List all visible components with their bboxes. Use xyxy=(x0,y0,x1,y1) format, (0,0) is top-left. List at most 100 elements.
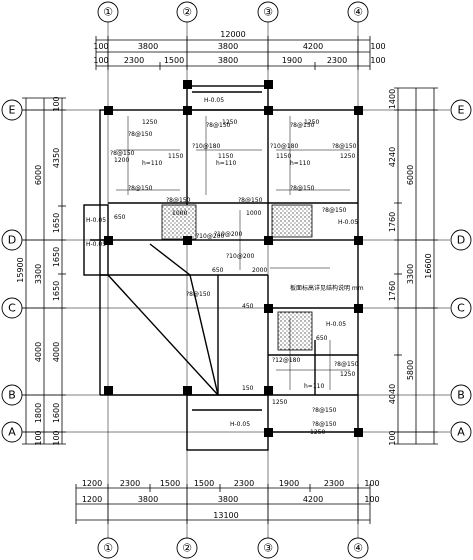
axis-label-2: ② xyxy=(182,6,192,19)
columns xyxy=(104,80,363,437)
svg-text:?8@150: ?8@150 xyxy=(186,291,211,298)
svg-text:1200: 1200 xyxy=(114,157,129,164)
svg-text:1000: 1000 xyxy=(172,210,187,217)
row-bubble-A-left: A xyxy=(1,421,23,443)
svg-text:5800: 5800 xyxy=(406,360,415,380)
svg-text:?8@150: ?8@150 xyxy=(322,207,347,214)
svg-text:?8@150: ?8@150 xyxy=(312,421,337,428)
rebar-marks xyxy=(116,116,350,390)
svg-text:4200: 4200 xyxy=(303,42,323,51)
svg-text:?10@200: ?10@200 xyxy=(196,233,224,240)
svg-text:2000: 2000 xyxy=(252,267,267,274)
svg-text:1150: 1150 xyxy=(168,153,183,160)
svg-text:1650: 1650 xyxy=(52,281,61,301)
svg-text:E: E xyxy=(458,104,465,117)
svg-text:3800: 3800 xyxy=(138,42,158,51)
svg-text:?8@150: ?8@150 xyxy=(238,197,263,204)
svg-text:100: 100 xyxy=(93,42,108,51)
svg-text:B: B xyxy=(8,389,16,402)
svg-text:650: 650 xyxy=(316,335,328,342)
svg-text:h=110: h=110 xyxy=(142,160,162,167)
rebar-note: ?8@150 xyxy=(128,131,153,138)
svg-text:1900: 1900 xyxy=(279,479,299,488)
svg-text:H-0.05: H-0.05 xyxy=(230,421,250,428)
svg-text:H-0.05: H-0.05 xyxy=(338,219,358,226)
svg-text:B: B xyxy=(457,389,465,402)
column-bubble-4-top: ④ xyxy=(347,1,369,23)
row-bubble-E-right: E xyxy=(450,99,472,121)
svg-text:100: 100 xyxy=(370,56,385,65)
svg-text:h=110: h=110 xyxy=(304,383,324,390)
row-bubble-C-left: C xyxy=(1,297,23,319)
svg-text:?8@150: ?8@150 xyxy=(206,122,231,129)
svg-text:100: 100 xyxy=(52,430,61,445)
svg-text:100: 100 xyxy=(52,96,61,111)
svg-text:?8@150: ?8@150 xyxy=(110,150,135,157)
svg-text:?8@150: ?8@150 xyxy=(128,185,153,192)
svg-text:15900: 15900 xyxy=(16,257,25,282)
svg-text:?12@180: ?12@180 xyxy=(272,357,300,364)
svg-text:C: C xyxy=(457,302,465,315)
axis-label-4b: ④ xyxy=(353,542,363,555)
svg-text:100: 100 xyxy=(364,495,379,504)
svg-text:1250: 1250 xyxy=(222,119,237,126)
svg-text:2300: 2300 xyxy=(120,479,140,488)
svg-text:H-0.05: H-0.05 xyxy=(326,321,346,328)
row-bubble-D-right: D xyxy=(450,229,472,251)
svg-text:650: 650 xyxy=(212,267,224,274)
svg-text:4000: 4000 xyxy=(52,342,61,362)
svg-text:3300: 3300 xyxy=(34,264,43,284)
svg-text:1500: 1500 xyxy=(164,56,184,65)
svg-text:?8@150: ?8@150 xyxy=(312,407,337,414)
right-dimensions: 1400 4240 1760 1760 4040 100 6000 3300 5… xyxy=(388,87,438,446)
column-bubble-3-bottom: ③ xyxy=(257,537,279,559)
svg-text:100: 100 xyxy=(93,56,108,65)
svg-text:4000: 4000 xyxy=(34,342,43,362)
svg-text:1760: 1760 xyxy=(388,281,397,301)
svg-text:H-0.05: H-0.05 xyxy=(86,217,106,224)
column-bubble-1-bottom: ① xyxy=(97,537,119,559)
svg-text:3800: 3800 xyxy=(138,495,158,504)
svg-text:1200: 1200 xyxy=(82,495,102,504)
annotations: H-0.05 ?8@150 1250 ?8@150 1250 ?8@150 12… xyxy=(86,97,364,436)
svg-text:3800: 3800 xyxy=(218,495,238,504)
column-bubble-2-bottom: ② xyxy=(176,537,198,559)
svg-text:1250: 1250 xyxy=(272,399,287,406)
svg-text:C: C xyxy=(8,302,16,315)
svg-text:650: 650 xyxy=(114,214,126,221)
svg-text:1760: 1760 xyxy=(388,212,397,232)
dim-top-total: 12000 xyxy=(220,30,245,39)
svg-text:A: A xyxy=(8,426,16,439)
svg-text:D: D xyxy=(8,234,16,247)
axis-label-3b: ③ xyxy=(263,542,273,555)
column-bubble-1-top: ① xyxy=(97,1,119,23)
svg-text:A: A xyxy=(457,426,465,439)
svg-text:100: 100 xyxy=(34,430,43,445)
svg-text:1400: 1400 xyxy=(388,89,397,109)
axis-label-1b: ① xyxy=(103,542,113,555)
row-bubble-B-right: B xyxy=(450,384,472,406)
dim-bottom-total: 13100 xyxy=(213,511,238,520)
walls xyxy=(83,85,359,451)
top-dimensions: 12000 100 3800 3800 4200 100 100 2300 15… xyxy=(93,30,386,70)
axis-label-1: ① xyxy=(103,6,113,19)
axis-label-3: ③ xyxy=(263,6,273,19)
svg-text:2300: 2300 xyxy=(327,56,347,65)
svg-text:100: 100 xyxy=(388,430,397,445)
left-dimensions: 15900 6000 3300 4000 1800 100 4350 1650 … xyxy=(16,96,66,446)
svg-text:4040: 4040 xyxy=(388,384,397,404)
svg-text:1250: 1250 xyxy=(340,371,355,378)
svg-text:1500: 1500 xyxy=(194,479,214,488)
svg-text:板面标高详见结构说明 mm: 板面标高详见结构说明 mm xyxy=(290,284,364,292)
svg-text:100: 100 xyxy=(370,42,385,51)
svg-text:1150: 1150 xyxy=(276,153,291,160)
svg-text:3300: 3300 xyxy=(406,264,415,284)
svg-text:150: 150 xyxy=(242,385,254,392)
axis-label-4: ④ xyxy=(353,6,363,19)
column-bubble-4-bottom: ④ xyxy=(347,537,369,559)
svg-text:2300: 2300 xyxy=(324,479,344,488)
svg-text:1800: 1800 xyxy=(34,403,43,423)
column-bubble-3-top: ③ xyxy=(257,1,279,23)
svg-text:3800: 3800 xyxy=(218,56,238,65)
